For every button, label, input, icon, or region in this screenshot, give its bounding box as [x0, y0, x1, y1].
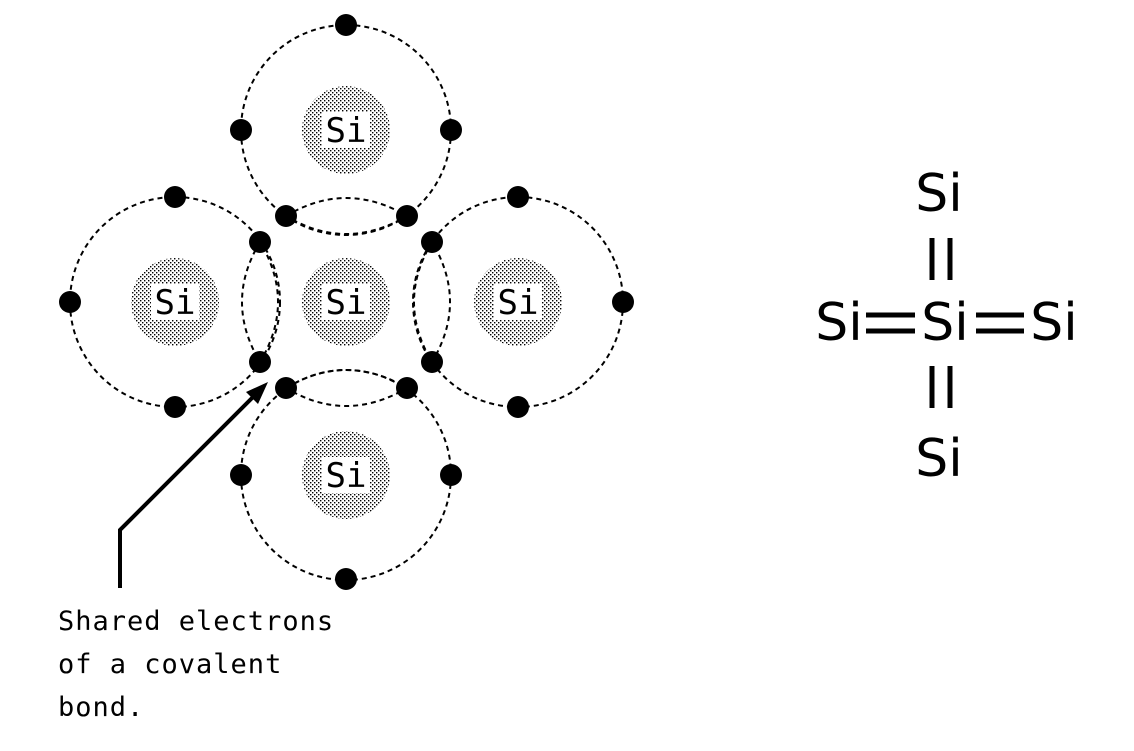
double-bond-bottom: [929, 366, 953, 408]
shared-electron: [249, 231, 271, 253]
shared-electron: [421, 231, 443, 253]
electron: [612, 291, 634, 313]
atom-label-right: Si: [498, 283, 539, 323]
nuclei: Si Si Si Si Si: [131, 86, 562, 519]
shared-electrons-caption: Shared electrons of a covalent bond.: [58, 600, 334, 729]
caption-line: bond.: [58, 692, 145, 723]
structural-formula: Si Si Si Si Si: [815, 164, 1077, 489]
caption-pointer: [118, 382, 268, 588]
shared-electron: [396, 377, 418, 399]
formula-atom-right: Si: [1030, 293, 1077, 353]
double-bond-top: [929, 238, 953, 280]
electron: [230, 119, 252, 141]
caption-line: of a covalent: [58, 649, 283, 680]
electron: [164, 396, 186, 418]
bond-arc-top: [284, 197, 409, 235]
electron: [507, 186, 529, 208]
electron: [440, 119, 462, 141]
electrons: [59, 14, 634, 590]
atom-label-bottom: Si: [326, 456, 367, 496]
double-bond-right: [976, 312, 1024, 334]
shared-electron: [275, 377, 297, 399]
electron: [335, 568, 357, 590]
bond-arc-left: [241, 240, 279, 364]
formula-atom-bottom: Si: [915, 429, 962, 489]
formula-atom-center: Si: [921, 293, 968, 353]
atom-label-top: Si: [326, 111, 367, 151]
bond-arc-right: [413, 240, 451, 364]
shared-electron: [249, 351, 271, 373]
atom-label-left: Si: [155, 283, 196, 323]
electron: [440, 464, 462, 486]
electron: [335, 14, 357, 36]
electron: [164, 186, 186, 208]
electron: [507, 396, 529, 418]
formula-atom-top: Si: [915, 164, 962, 224]
formula-atom-left: Si: [815, 293, 862, 353]
shared-electron: [396, 205, 418, 227]
shared-electron: [275, 205, 297, 227]
atom-label-center: Si: [326, 283, 367, 323]
caption-line: Shared electrons: [58, 606, 335, 637]
shared-electron: [421, 351, 443, 373]
electron: [59, 291, 81, 313]
electron: [230, 464, 252, 486]
double-bond-left: [866, 312, 915, 334]
bond-arc-bottom: [284, 369, 409, 407]
